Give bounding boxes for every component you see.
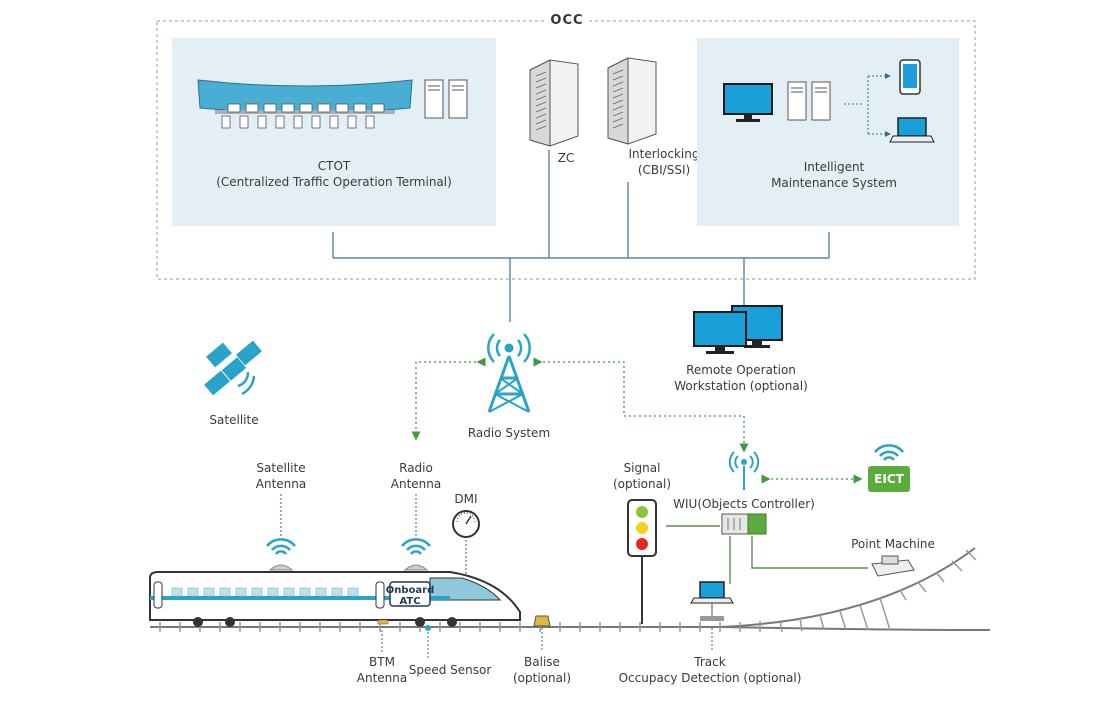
speed-sensor-label: Speed Sensor bbox=[409, 663, 492, 677]
interlocking-server-icon bbox=[607, 57, 657, 145]
balise-icon bbox=[533, 615, 551, 627]
sat-antenna-label-2: Antenna bbox=[256, 477, 306, 491]
btm-label-2: Antenna bbox=[357, 671, 407, 685]
wiu-links bbox=[666, 525, 868, 584]
maintenance-label-2: Maintenance System bbox=[771, 176, 897, 190]
laptop-icon bbox=[897, 117, 927, 137]
dmi-label: DMI bbox=[454, 492, 477, 506]
eict-wifi-icon bbox=[874, 444, 904, 461]
maintenance-panel bbox=[697, 38, 959, 226]
ctot-panel bbox=[172, 38, 496, 226]
remote-label-2: Workstation (optional) bbox=[674, 379, 808, 393]
track-occ-label-1: Track bbox=[693, 655, 725, 669]
occ-title: OCC bbox=[544, 13, 590, 28]
balise-label-1: Balise bbox=[524, 655, 560, 669]
ctot-label-1: CTOT bbox=[318, 159, 351, 173]
remote-workstation-icon bbox=[693, 305, 783, 354]
remote-label-1: Remote Operation bbox=[686, 363, 796, 377]
wiu-controller-icon bbox=[721, 513, 767, 535]
sat-antenna-label-1: Satellite bbox=[256, 461, 305, 475]
occ-network-lines bbox=[332, 150, 830, 322]
signal-label-1: Signal bbox=[624, 461, 661, 475]
balise-label-2: (optional) bbox=[513, 671, 571, 685]
satellite-label: Satellite bbox=[209, 413, 258, 427]
interlocking-label-2: (CBI/SSI) bbox=[638, 163, 690, 177]
track bbox=[150, 547, 991, 633]
wiu-antenna-icon bbox=[728, 451, 760, 490]
onboard-atc-label-1: Onboard bbox=[386, 585, 435, 596]
radio-antenna-wifi-icon bbox=[401, 538, 431, 555]
maintenance-label-1: Intelligent bbox=[804, 160, 865, 174]
zc-server-icon bbox=[529, 59, 579, 147]
wiu-label: WIU(Objects Controller) bbox=[673, 497, 815, 511]
eict-label: EICT bbox=[874, 472, 904, 486]
track-occupancy-icon bbox=[690, 581, 734, 621]
track-occ-label-2: Occupacy Detection (optional) bbox=[619, 671, 802, 685]
radio-antenna-label-1: Radio bbox=[399, 461, 433, 475]
signal-light-icon bbox=[627, 499, 657, 624]
radio-system-label: Radio System bbox=[468, 426, 550, 440]
eict-box bbox=[868, 466, 910, 492]
btm-label-1: BTM bbox=[369, 655, 395, 669]
zc-label: ZC bbox=[558, 151, 575, 165]
radio-links bbox=[411, 357, 863, 484]
signal-label-2: (optional) bbox=[613, 477, 671, 491]
point-machine-icon bbox=[871, 555, 915, 577]
radio-antenna-label-2: Antenna bbox=[391, 477, 441, 491]
sat-antenna-wifi-icon bbox=[266, 538, 296, 555]
train bbox=[149, 564, 521, 631]
dmi-gauge-icon bbox=[452, 510, 480, 538]
onboard-atc-label-2: ATC bbox=[399, 596, 420, 607]
radio-tower-icon bbox=[487, 333, 531, 413]
interlocking-label-1: Interlocking bbox=[629, 147, 700, 161]
satellite-icon bbox=[204, 340, 262, 396]
point-machine-label: Point Machine bbox=[851, 537, 935, 551]
ctot-label-2: (Centralized Traffic Operation Terminal) bbox=[216, 175, 452, 189]
